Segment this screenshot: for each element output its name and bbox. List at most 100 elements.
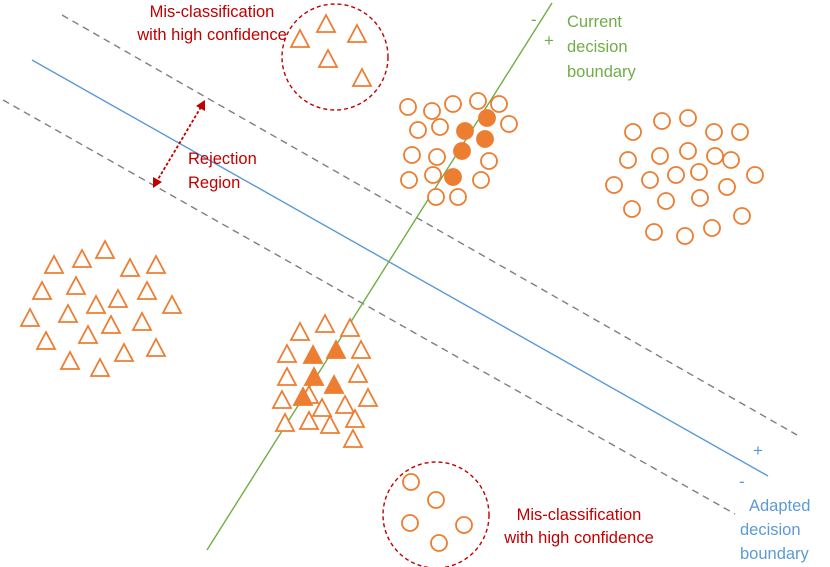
circle-marker-icon: [428, 148, 446, 166]
current-decision-boundary: [206, 2, 553, 551]
misclassification-label-top-line1: Mis-classification: [150, 3, 275, 21]
triangle-marker-icon: [57, 303, 79, 323]
circle-marker-icon: [619, 151, 637, 169]
triangle-marker-icon: [289, 321, 311, 341]
triangle-marker-icon: [131, 311, 153, 331]
circle-marker-icon: [645, 223, 663, 241]
circle-marker-icon: [690, 163, 708, 181]
misclassification-label-bottom-line1: Mis-classification: [517, 506, 642, 524]
circle-marker-icon: [409, 121, 427, 139]
triangle-marker-icon: [89, 357, 111, 377]
triangle-marker-icon: [315, 13, 337, 33]
triangle-marker-icon: [274, 412, 296, 432]
misclassification-highlight-bottom: [382, 461, 490, 567]
rejection-region-label-line2: Region: [188, 174, 240, 192]
triangle-marker-icon: [35, 330, 57, 350]
rejection-margin-upper: [61, 14, 798, 436]
filled-triangle-marker-icon: [292, 386, 314, 406]
circle-marker-icon: [430, 534, 448, 552]
adapted-boundary-plus-sign: +: [753, 441, 763, 460]
circle-marker-icon: [651, 147, 669, 165]
circle-marker-icon: [490, 95, 508, 113]
triangle-marker-icon: [145, 337, 167, 357]
triangle-marker-icon: [271, 389, 293, 409]
circle-marker-icon: [402, 473, 420, 491]
double-arrow-icon: [153, 100, 205, 188]
filled-triangle-marker-icon: [325, 339, 347, 359]
adapted-boundary-label-line2: decision: [740, 521, 801, 539]
triangle-marker-icon: [311, 397, 333, 417]
filled-triangle-marker-icon: [303, 366, 325, 386]
circle-marker-icon: [676, 227, 694, 245]
circle-marker-icon: [691, 189, 709, 207]
triangle-marker-icon: [276, 343, 298, 363]
circle-marker-icon: [431, 118, 449, 136]
triangle-marker-icon: [317, 48, 339, 68]
filled-circle-marker-icon: [444, 168, 462, 186]
triangle-marker-icon: [65, 275, 87, 295]
circle-marker-icon: [449, 188, 467, 206]
circle-marker-icon: [746, 166, 764, 184]
filled-circle-marker-icon: [476, 130, 494, 148]
circle-marker-icon: [706, 147, 724, 165]
triangle-marker-icon: [346, 23, 368, 43]
triangle-marker-icon: [289, 28, 311, 48]
triangle-marker-icon: [351, 67, 373, 87]
circle-marker-icon: [623, 200, 641, 218]
triangle-marker-icon: [298, 410, 320, 430]
circle-marker-icon: [679, 109, 697, 127]
circle-marker-icon: [444, 95, 462, 113]
adapted-boundary-label-line1: Adapted: [749, 497, 810, 515]
current-boundary-label-line2: decision: [567, 38, 628, 56]
circle-marker-icon: [624, 123, 642, 141]
filled-circle-marker-icon: [453, 142, 471, 160]
circle-marker-icon: [427, 491, 445, 509]
triangle-marker-icon: [347, 363, 369, 383]
triangle-marker-icon: [100, 314, 122, 334]
circle-marker-icon: [657, 192, 675, 210]
triangle-marker-icon: [319, 414, 341, 434]
misclassification-label-top-line2: with high confidence: [136, 26, 287, 44]
circle-marker-icon: [400, 171, 418, 189]
rejection-region-label-line1: Rejection: [188, 150, 257, 168]
circle-marker-icon: [472, 171, 490, 189]
triangle-marker-icon: [344, 408, 366, 428]
circle-marker-icon: [703, 219, 721, 237]
adapted-boundary-minus-sign: -: [739, 472, 745, 491]
circle-marker-icon: [423, 102, 441, 120]
triangle-marker-icon: [136, 280, 158, 300]
triangle-marker-icon: [19, 307, 41, 327]
filled-triangle-marker-icon: [323, 374, 345, 394]
triangle-marker-icon: [43, 254, 65, 274]
current-boundary-plus-sign: +: [544, 31, 554, 50]
triangle-marker-icon: [94, 239, 116, 259]
triangle-marker-icon: [357, 387, 379, 407]
current-boundary-minus-sign: -: [531, 10, 537, 29]
circle-marker-icon: [469, 92, 487, 110]
current-boundary-label-line1: Current: [567, 13, 622, 31]
misclassification-highlight-top: [281, 3, 389, 111]
rejection-margin-lower: [2, 99, 736, 515]
triangle-marker-icon: [85, 294, 107, 314]
circle-marker-icon: [399, 98, 417, 116]
triangle-marker-icon: [107, 288, 129, 308]
circle-marker-icon: [641, 171, 659, 189]
triangle-marker-icon: [339, 317, 361, 337]
triangle-marker-icon: [145, 254, 167, 274]
circle-marker-icon: [427, 188, 445, 206]
filled-circle-marker-icon: [456, 122, 474, 140]
circle-marker-icon: [733, 207, 751, 225]
circle-marker-icon: [667, 166, 685, 184]
triangle-marker-icon: [119, 257, 141, 277]
triangle-marker-icon: [342, 428, 364, 448]
circle-marker-icon: [718, 178, 736, 196]
triangle-marker-icon: [276, 366, 298, 386]
circle-marker-icon: [500, 115, 518, 133]
circle-marker-icon: [679, 142, 697, 160]
triangle-marker-icon: [31, 280, 53, 300]
triangle-marker-icon: [314, 313, 336, 333]
filled-triangle-marker-icon: [302, 344, 324, 364]
triangle-marker-icon: [59, 350, 81, 370]
